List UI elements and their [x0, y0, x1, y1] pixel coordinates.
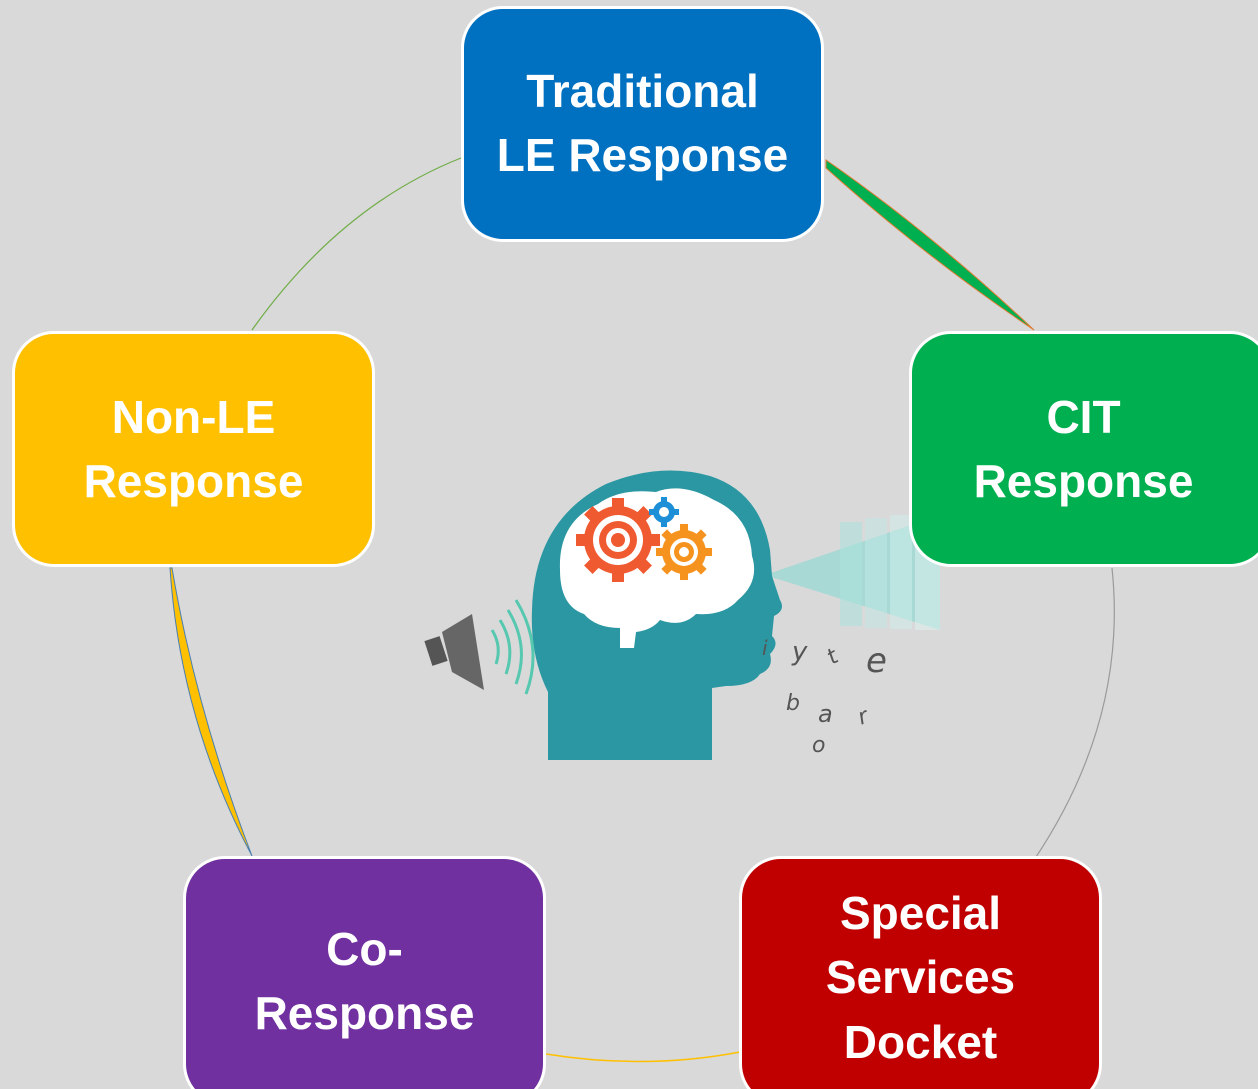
gear-icon — [656, 524, 712, 580]
gear-icon — [649, 497, 679, 527]
svg-text:e: e — [866, 641, 887, 681]
sound-waves-icon — [490, 599, 535, 695]
node-label: Special Services Docket — [825, 887, 1016, 1068]
svg-text:o: o — [812, 733, 825, 758]
svg-text:y: y — [791, 637, 808, 667]
head-with-gears-speaking-icon: i y t e b a r o — [424, 470, 940, 760]
connector-traditional-to-cit — [825, 159, 1035, 331]
node-special-services-docket: Special Services Docket — [739, 856, 1102, 1089]
node-non-le-response: Non-LE Response — [12, 331, 375, 567]
speaker-icon — [424, 614, 484, 690]
svg-text:i: i — [762, 636, 768, 660]
node-traditional-le-response: Traditional LE Response — [461, 6, 824, 242]
vision-beam-icon — [765, 515, 940, 630]
connector-special-to-coresponse — [545, 1051, 741, 1063]
node-co-response: Co- Response — [183, 856, 546, 1089]
svg-text:a: a — [818, 700, 833, 728]
connector-nonle-to-traditional — [251, 157, 462, 331]
svg-text:r: r — [854, 703, 873, 730]
connector-cit-to-special — [1033, 567, 1115, 861]
node-label: Co- Response — [254, 923, 475, 1040]
svg-text:b: b — [786, 691, 800, 716]
node-label: CIT Response — [973, 390, 1194, 507]
gear-icon — [576, 498, 660, 582]
node-cit-response: CIT Response — [909, 331, 1258, 567]
floating-letters: i y t e b a r o — [762, 636, 887, 758]
node-label: Traditional LE Response — [496, 65, 789, 182]
connector-coresponse-to-nonle — [169, 567, 253, 857]
svg-text:t: t — [823, 644, 844, 671]
node-label: Non-LE Response — [83, 390, 304, 507]
